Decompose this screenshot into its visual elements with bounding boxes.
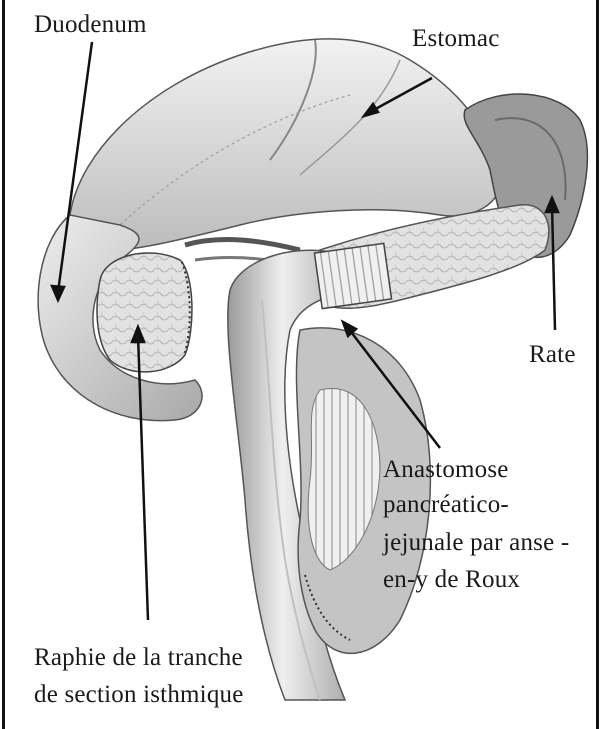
leader-raphie: [138, 335, 148, 620]
label-anastomose-line-1: Anastomose: [383, 455, 509, 485]
label-estomac: Estomac: [412, 24, 499, 54]
label-anastomose-line-4: en-y de Roux: [383, 565, 520, 595]
pancreatic-head-stump: [97, 253, 192, 372]
label-anastomose-line-2: pancréatico-: [383, 490, 509, 520]
label-raphie-line-1: Raphie de la tranche: [34, 643, 243, 673]
label-rate: Rate: [529, 340, 576, 370]
label-duodenum: Duodenum: [34, 10, 147, 40]
label-raphie-line-2: de section isthmique: [34, 680, 244, 710]
label-anastomose-line-3: jejunale par anse -: [383, 528, 569, 558]
anastomosis-band: [314, 243, 391, 308]
